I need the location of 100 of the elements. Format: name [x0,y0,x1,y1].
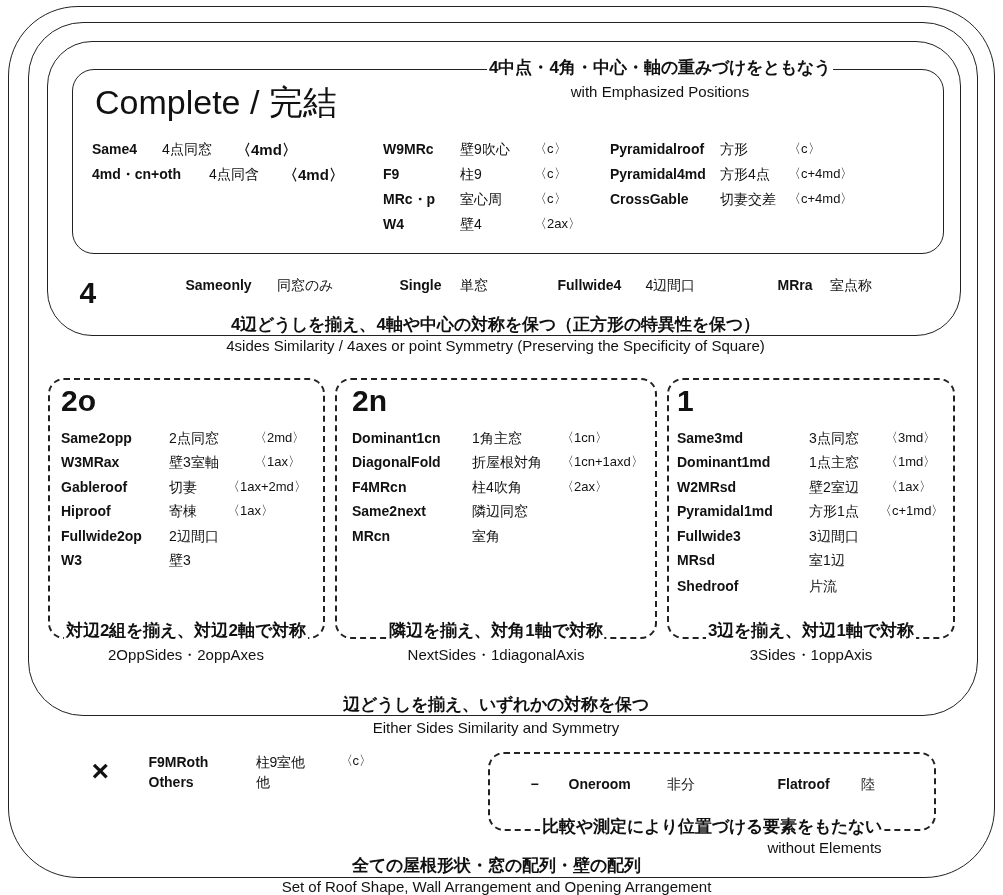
term-label: Sameonly [185,276,252,293]
box-title: 比較や測定により位置づける要素をもたない [539,816,884,837]
code-label: 〈c〉 [534,141,567,157]
term-label: F9 [383,166,400,183]
japanese-term: 柱4吹角 [472,479,522,496]
japanese-term: 室心周 [460,191,502,208]
term-label: Hiproof [61,503,111,520]
term-label: Pyramidal1md [677,503,773,520]
code-label: 〈c〉 [534,166,567,182]
term-label: Same2next [352,503,426,520]
code-label: 〈1md〉 [885,454,937,470]
japanese-term: 寄棟 [169,503,197,520]
term-label: W3MRax [61,454,120,471]
term-label: W9MRc [383,141,434,158]
code-label: 〈1ax〉 [254,454,301,470]
term-label: F9MRoth [148,753,209,770]
term-label: Same2opp [61,430,132,447]
japanese-term: 柱9 [460,166,482,183]
term-label: MRsd [677,552,716,569]
term-label: Dominant1md [677,454,771,471]
japanese-term: 単窓 [459,276,488,293]
japanese-term: 切妻交差 [720,191,776,208]
term-label: Oneroom [568,775,631,792]
box-title: 対辺2組を揃え、対辺2軸で対称 [64,621,308,641]
english-subtitle: Set of Roof Shape, Wall Arrangement and Opening Arrangement [279,878,714,895]
japanese-term: 3辺間口 [809,528,859,545]
term-label: Single [399,276,442,293]
term-label: 4md・cn+oth [92,166,182,183]
japanese-term: 隣辺同窓 [472,503,528,520]
category-heading: 1 [677,383,694,418]
japanese-term: 切妻 [169,479,197,496]
japanese-term: 2点同窓 [169,430,219,447]
code-label: 〈4md〉 [236,140,297,158]
term-label: CrossGable [610,191,689,208]
code-label: 〈1ax+2md〉 [227,479,307,495]
code-label: 〈1ax〉 [227,503,274,519]
japanese-term: 壁3室軸 [169,454,219,471]
japanese-term: 3点同窓 [809,430,859,447]
code-label: 〈1cn〉 [561,430,608,446]
japanese-term: 室1辺 [809,552,845,569]
english-subtitle: 4sides Similarity / 4axes or point Symmetry (Preserving the Specificity of Square) [224,337,767,355]
term-label: Same3md [677,430,744,447]
japanese-term: 柱9室他 [255,753,306,770]
box-title: 全ての屋根形状・窓の配列・壁の配列 [350,855,643,876]
term-label: Flatroof [777,775,830,792]
term-label: Dominant1cn [352,430,441,447]
japanese-term: 非分 [666,775,695,792]
box-title: 隣辺を揃え、対角1軸で対称 [387,621,605,641]
code-label: 〈c+4md〉 [788,191,854,207]
code-label: 〈1cn+1axd〉 [561,454,644,470]
code-label: 〈4md〉 [283,165,344,183]
japanese-term: 2辺間口 [169,528,219,545]
japanese-term: 方形 [720,141,748,158]
category-heading: 2o [61,383,96,418]
japanese-term: 4点同窓 [162,141,212,158]
japanese-term: 片流 [809,578,837,595]
term-label: − [530,775,539,792]
japanese-term: 折屋根対角 [472,454,542,471]
code-label: 〈c+1md〉 [879,503,945,519]
japanese-term: 陸 [860,775,875,792]
japanese-term: 方形1点 [809,503,859,520]
term-label: Others [148,773,194,790]
term-label: Same4 [92,141,138,158]
category-heading: 4 [79,276,97,311]
code-label: 〈c〉 [339,754,372,769]
box-title: 4中点・4角・中心・軸の重みづけをともなう [487,58,833,78]
term-label: DiagonalFold [352,454,441,471]
code-label: 〈c+4md〉 [788,166,854,182]
code-label: 〈1ax〉 [885,479,932,495]
term-label: MRc・p [383,191,436,208]
category-heading: × [91,754,110,789]
term-label: MRra [777,276,813,293]
code-label: 〈2ax〉 [561,479,608,495]
term-label: W2MRsd [677,479,737,496]
japanese-term: 他 [255,773,270,790]
code-label: 〈2ax〉 [534,216,581,232]
japanese-term: 壁3 [169,552,191,569]
japanese-term: 4辺間口 [645,276,696,293]
japanese-term: 室点称 [829,276,872,293]
term-label: Pyramidalroof [610,141,705,158]
term-label: F4MRcn [352,479,407,496]
japanese-term: 壁4 [460,216,482,233]
term-label: Gableroof [61,479,128,496]
term-label: Shedroof [677,578,739,595]
term-label: Pyramidal4md [610,166,706,183]
japanese-term: 4点同含 [209,166,259,183]
japanese-term: 室角 [472,528,500,545]
term-label: Fullwide3 [677,528,741,545]
code-label: 〈c〉 [788,141,821,157]
code-label: 〈c〉 [534,191,567,207]
code-label: 〈2md〉 [254,430,306,446]
japanese-term: 1角主窓 [472,430,522,447]
box-title: 辺どうしを揃え、いずれかの対称を保つ [341,695,651,715]
code-label: 〈3md〉 [885,430,937,446]
japanese-term: 1点主窓 [809,454,859,471]
term-label: W3 [61,552,82,569]
japanese-term: 壁9吹心 [460,141,510,158]
category-heading: 2n [352,383,387,418]
term-label: W4 [383,216,404,233]
category-heading: Complete / 完結 [95,82,337,122]
